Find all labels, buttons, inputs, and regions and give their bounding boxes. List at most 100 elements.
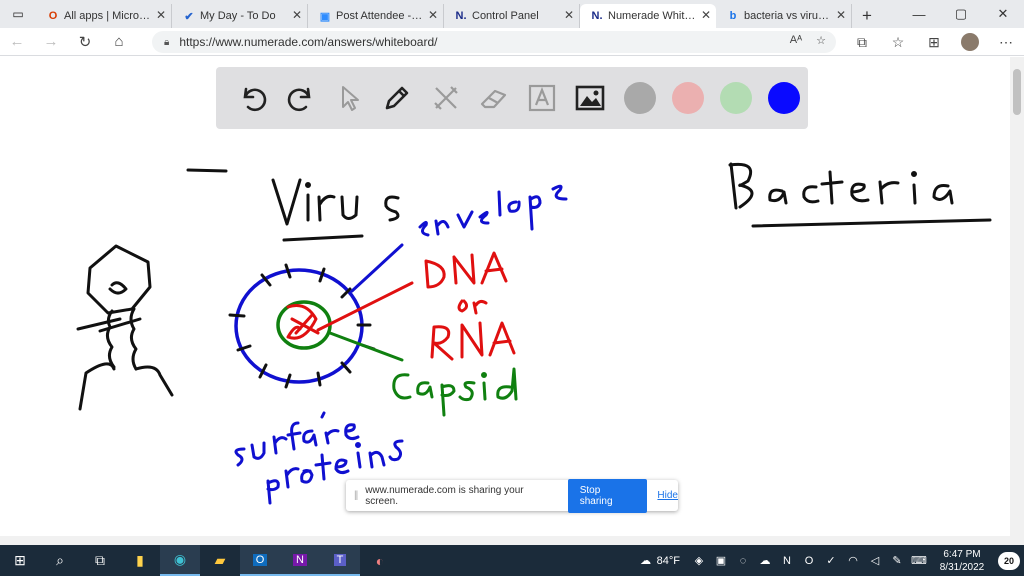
pen-icon (386, 86, 409, 110)
shapes-tool[interactable] (423, 75, 468, 121)
color-swatch-gray[interactable] (624, 82, 656, 114)
taskbar-app-teams[interactable]: T (320, 545, 360, 576)
text-tool[interactable] (520, 75, 565, 121)
taskbar-app-explorer[interactable]: ▰ (200, 545, 240, 576)
eraser-icon (480, 89, 506, 109)
virus-diagram (228, 243, 414, 389)
volume-icon[interactable]: ◁ (870, 555, 880, 567)
office-icon: O (48, 10, 58, 22)
tab-actions-button[interactable]: ▭ (0, 0, 36, 28)
whiteboard-canvas[interactable] (0, 57, 1010, 536)
new-tab-button[interactable]: + (852, 4, 882, 28)
taskbar-app-onenote[interactable]: N (280, 545, 320, 576)
close-window-button[interactable]: ✕ (997, 6, 1009, 21)
start-button[interactable]: ⊞ (0, 545, 40, 576)
clock-date: 8/31/2022 (939, 561, 985, 573)
color-swatch-blue[interactable] (768, 82, 800, 114)
close-tab-icon[interactable]: ✕ (835, 8, 846, 22)
drag-handle-icon[interactable]: || (354, 490, 358, 501)
task-view-icon: ⧉ (95, 552, 105, 568)
tray-app-icon[interactable]: ◈ (694, 555, 704, 567)
minimize-button[interactable]: — (912, 6, 926, 22)
more-menu-icon[interactable]: ⋯ (999, 33, 1013, 50)
maximize-button[interactable]: ▢ (954, 6, 968, 21)
screen-share-banner: || www.numerade.com is sharing your scre… (346, 478, 678, 513)
url-text: https://www.numerade.com/answers/whitebo… (179, 35, 438, 49)
tray-app-icon[interactable]: O (804, 554, 814, 567)
todo-icon: ✔ (184, 10, 194, 23)
onedrive-icon[interactable]: ☁ (759, 555, 771, 567)
handwritten-surface-proteins (234, 411, 404, 505)
zoom-icon: ▣ (319, 10, 331, 23)
back-button[interactable]: ← (9, 33, 25, 50)
image-tool[interactable] (568, 75, 613, 121)
bing-icon: b (729, 10, 737, 22)
lock-icon: 🔒︎ (164, 36, 170, 48)
pen-tool[interactable] (375, 75, 420, 121)
text-icon (529, 84, 556, 112)
cursor-icon (342, 86, 360, 111)
stop-sharing-button[interactable]: Stop sharing (567, 478, 648, 513)
favorite-star-icon[interactable]: ☆ (816, 35, 826, 47)
browser-tab[interactable]: b bacteria vs virus stru✕ (716, 4, 852, 28)
refresh-button[interactable]: ↻ (78, 33, 92, 51)
browser-tab[interactable]: N.Numerade Whiteboard✕ (580, 4, 716, 28)
home-button[interactable]: ⌂ (114, 33, 124, 50)
browser-actions: ⧉ ☆ ⊞ ⋯ (844, 28, 1024, 56)
redo-button[interactable] (278, 75, 323, 121)
color-swatch-green[interactable] (720, 82, 752, 114)
taskbar-app-phone[interactable]: ▮ (120, 545, 160, 576)
color-swatch-pink[interactable] (672, 82, 704, 114)
tray-app-icon[interactable]: ✓ (826, 555, 836, 567)
vertical-scrollbar[interactable] (1010, 57, 1024, 536)
search-button[interactable]: ⌕ (40, 545, 80, 576)
clock[interactable]: 6:47 PM 8/31/2022 (930, 548, 994, 574)
wifi-icon[interactable]: ◠ (848, 555, 858, 567)
handwritten-envelope (418, 184, 568, 237)
browser-tab[interactable]: ✔ My Day - To Do ✕ (172, 4, 308, 28)
close-tab-icon[interactable]: ✕ (700, 8, 711, 22)
tray-app-icon[interactable]: N (783, 554, 791, 567)
keyboard-icon[interactable]: ⌨ (911, 555, 927, 567)
ink-stroke (186, 168, 228, 173)
tray-app-icon[interactable]: ◌ (739, 554, 747, 567)
scroll-thumb[interactable] (1013, 69, 1021, 115)
eraser-tool[interactable] (471, 75, 516, 121)
paint-icon: ◐ (375, 552, 385, 569)
browser-tab[interactable]: ▣Post Attendee - Zoom✕ (308, 4, 444, 28)
windows-icon: ⊞ (14, 552, 26, 568)
tab-label: bacteria vs virus stru (744, 10, 833, 22)
close-tab-icon[interactable]: ✕ (427, 8, 438, 22)
redo-icon (287, 87, 311, 112)
horizontal-scrollbar[interactable] (0, 536, 1024, 545)
close-tab-icon[interactable]: ✕ (155, 8, 166, 22)
profile-avatar[interactable] (961, 33, 979, 51)
outlook-icon: O (252, 553, 268, 566)
pen-settings-icon[interactable]: ✎ (892, 555, 902, 567)
tab-label: Numerade Whiteboard (608, 10, 698, 22)
select-tool[interactable] (327, 75, 372, 121)
weather-temp[interactable]: 84°F (656, 554, 680, 567)
favorites-icon[interactable]: ☆ (891, 33, 905, 50)
notification-badge[interactable]: 20 (998, 551, 1020, 570)
close-tab-icon[interactable]: ✕ (291, 8, 302, 22)
forward-button[interactable]: → (43, 33, 59, 50)
close-tab-icon[interactable]: ✕ (563, 8, 574, 22)
url-field[interactable]: 🔒︎ https://www.numerade.com/answers/whit… (152, 31, 836, 53)
tab-label: My Day - To Do (200, 10, 276, 22)
taskbar-app-edge[interactable]: ◉ (160, 545, 200, 576)
image-icon (576, 85, 605, 111)
taskbar-app-outlook[interactable]: O (240, 545, 280, 576)
hide-link[interactable]: Hide (657, 490, 678, 501)
tray-app-icon[interactable]: ▣ (715, 555, 727, 567)
teams-icon: T (333, 553, 347, 566)
taskbar-app-paint[interactable]: ◐ (360, 545, 400, 576)
collections-icon[interactable]: ⊞ (928, 33, 940, 50)
extensions-icon[interactable]: ⧉ (857, 33, 867, 50)
browser-tab[interactable]: N.Control Panel✕ (444, 4, 580, 28)
read-aloud-icon[interactable]: Aᴬ (789, 34, 803, 46)
task-view-button[interactable]: ⧉ (80, 545, 120, 576)
undo-button[interactable] (230, 75, 275, 121)
